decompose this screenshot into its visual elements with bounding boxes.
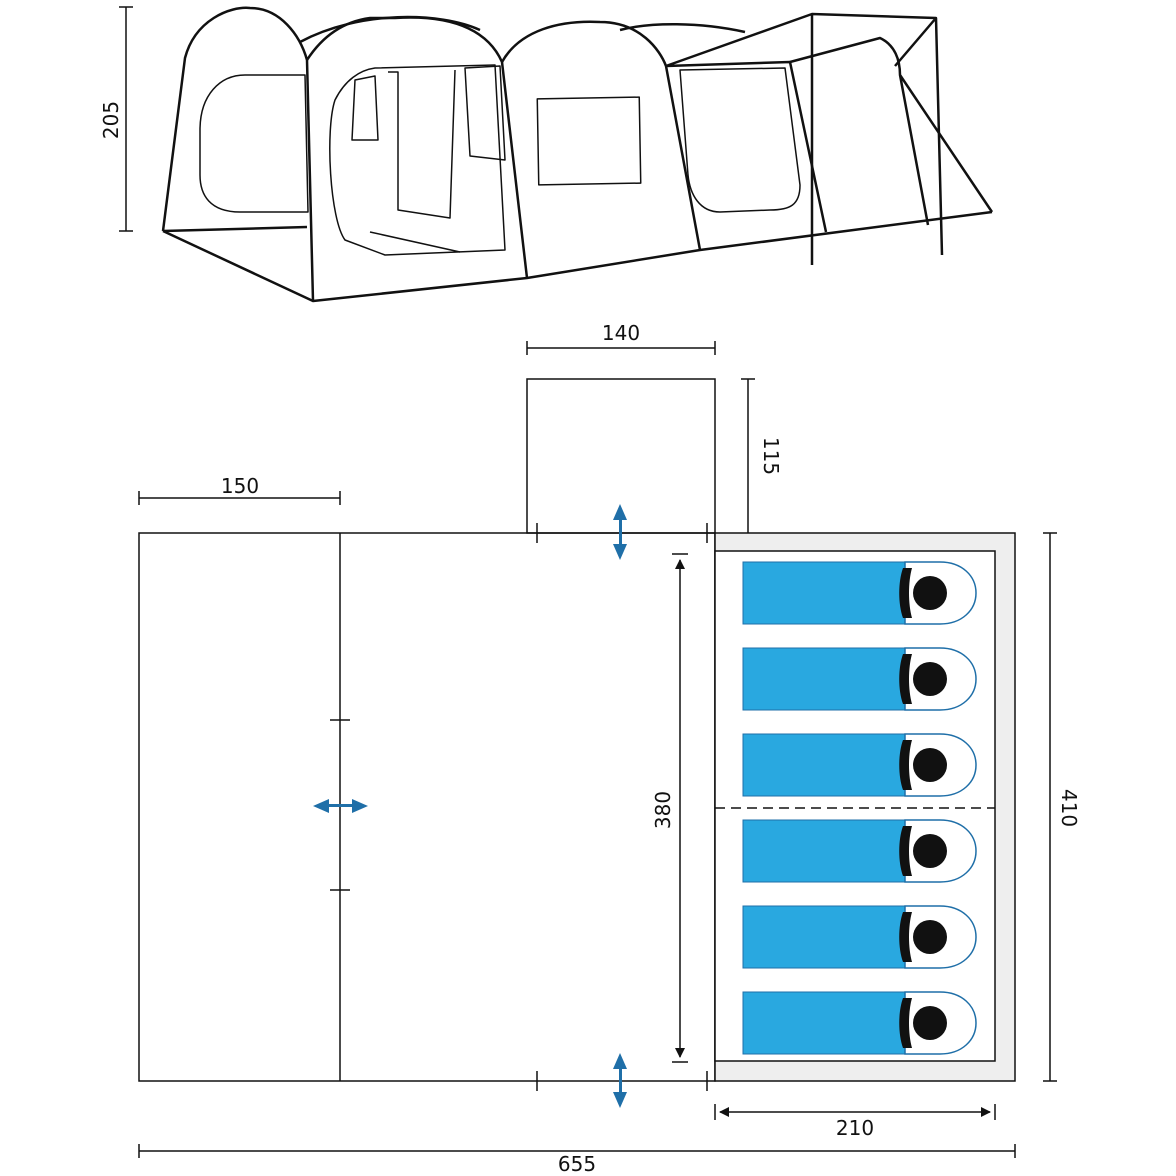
- porch-depth-label: 115: [759, 437, 783, 475]
- sleeping-bag-body: [742, 647, 916, 711]
- total-length-dimension: [138, 1144, 1016, 1158]
- sleeper-head: [913, 748, 947, 782]
- height-dimension: 205: [99, 6, 133, 232]
- height-label: 205: [99, 101, 123, 139]
- door-flap: [351, 65, 506, 219]
- tent-arch-2: [305, 16, 529, 279]
- sleeper-head: [913, 662, 947, 696]
- front-section-label: 150: [221, 474, 259, 498]
- total-height-label: 410: [1057, 789, 1081, 827]
- sleeper-head: [913, 920, 947, 954]
- sleeping-bag-body: [742, 561, 916, 625]
- sleeping-bag-edge: [899, 912, 912, 962]
- tent-canopy: [665, 12, 944, 265]
- tent-front-arch: [161, 6, 315, 302]
- sleeping-bag-edge: [899, 826, 912, 876]
- sleeping-bag-edge: [899, 568, 912, 618]
- bedroom-window: [679, 67, 801, 213]
- sleeping-bag-body: [742, 991, 916, 1055]
- sleeping-bag: [742, 905, 977, 969]
- porch-width-dimension: [526, 341, 716, 355]
- door-floor-line: [369, 231, 461, 253]
- tent-rear: [789, 36, 994, 226]
- front-section-dimension: [138, 491, 341, 505]
- tent-ground-outline: [162, 210, 993, 303]
- door-arrow-side: [313, 799, 368, 813]
- sleeper-head: [913, 576, 947, 610]
- bedroom-inner: [714, 550, 996, 1062]
- sleeping-bag-body: [742, 905, 916, 969]
- sleeping-bag: [742, 819, 977, 883]
- sleeper-head: [913, 1006, 947, 1040]
- porch-depth-dimension: [741, 378, 755, 533]
- bedroom-width-dimension: [714, 1104, 996, 1120]
- sleeping-bag: [742, 561, 977, 625]
- tent-arch-3: [500, 20, 702, 251]
- floor-plan: [138, 378, 1016, 1091]
- sleeping-bag: [742, 733, 977, 797]
- side-window: [536, 96, 642, 186]
- inner-height-dimension: [672, 553, 688, 1063]
- tent-roof: [299, 15, 746, 44]
- total-height-dimension: [1043, 532, 1057, 1082]
- sleeping-bag-edge: [899, 654, 912, 704]
- sleeping-bag-body: [742, 733, 916, 797]
- inner-height-label: 380: [651, 791, 675, 829]
- sleeping-bags: [742, 561, 977, 1055]
- sleeping-bag-body: [742, 819, 916, 883]
- door-opening: [329, 64, 506, 256]
- tent-ground-left: [162, 225, 308, 233]
- bedroom-width-label: 210: [836, 1116, 874, 1140]
- living-area: [138, 532, 716, 1082]
- tent-3d-illustration: [161, 6, 994, 303]
- sleeping-bag-edge: [899, 740, 912, 790]
- sleeping-bag: [742, 647, 977, 711]
- tent-arch-4: [665, 60, 828, 233]
- front-window: [199, 74, 309, 213]
- sleeper-head: [913, 834, 947, 868]
- total-length-label: 655: [558, 1152, 596, 1176]
- porch-width-label: 140: [602, 321, 640, 345]
- sleeping-bag: [742, 991, 977, 1055]
- door-arrow-top: [613, 504, 627, 560]
- sleeping-bag-edge: [899, 998, 912, 1048]
- door-arrow-bottom: [613, 1053, 627, 1108]
